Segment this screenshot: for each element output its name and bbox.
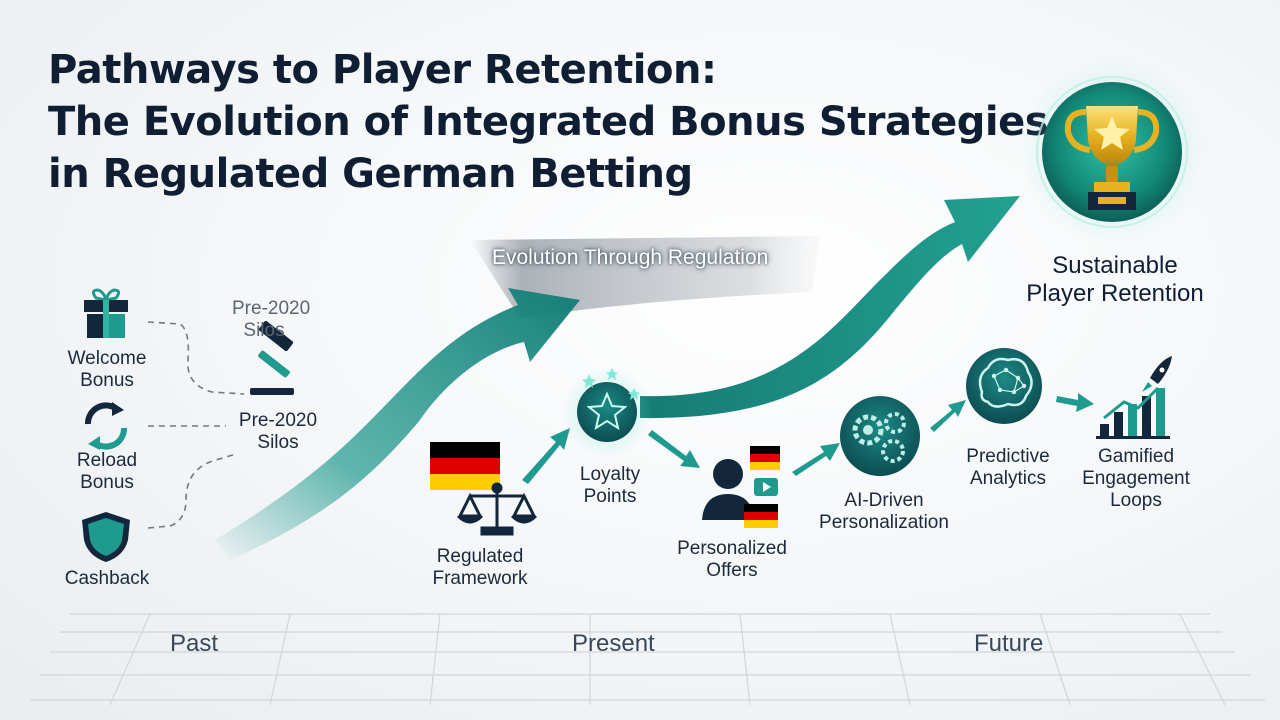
- silo-hub-label: Pre-2020 Silos: [224, 410, 332, 454]
- gears-icon: [840, 396, 920, 476]
- regulation-band-label: Evolution Through Regulation: [492, 246, 769, 269]
- scales-icon: [456, 482, 538, 536]
- gamified-loops-label: Gamified Engagement Loops: [1068, 446, 1204, 512]
- welcome-bonus-label: Welcome Bonus: [52, 348, 162, 392]
- page-title: Pathways to Player Retention: The Evolut…: [48, 44, 1049, 200]
- ai-personalization-line-1: AI-Driven: [844, 490, 924, 511]
- silo-header-line-1: Pre-2020: [232, 298, 311, 319]
- welcome-bonus-line-1: Welcome: [67, 348, 147, 369]
- ai-personalization-line-2: Personalization: [819, 512, 949, 533]
- cashback-line-1: Cashback: [64, 568, 150, 589]
- regulated-framework-line-1: Regulated: [436, 546, 524, 567]
- silo-hub-line-1: Pre-2020: [238, 410, 318, 431]
- early-growth-arrow: [215, 288, 580, 560]
- goal-label: Sustainable Player Retention: [1000, 252, 1230, 308]
- brain-icon: [966, 348, 1042, 424]
- era-past: Past: [170, 630, 219, 657]
- predictive-analytics-line-1: Predictive: [966, 446, 1050, 467]
- loyalty-points-line-2: Points: [583, 486, 637, 507]
- shield-icon: [82, 512, 130, 562]
- ai-personalization-label: AI-Driven Personalization: [806, 490, 962, 534]
- loyalty-points-label: Loyalty Points: [560, 464, 660, 508]
- person-icon: [702, 446, 780, 528]
- stage-arrows: [522, 393, 1094, 484]
- gamified-loops-line-3: Loops: [1110, 490, 1162, 511]
- goal-line-2: Player Retention: [1026, 280, 1204, 307]
- star-icon: [561, 366, 653, 458]
- gavel-icon: [250, 320, 294, 395]
- silo-connectors: [147, 321, 245, 529]
- silo-hub-line-2: Silos: [257, 432, 299, 453]
- era-present: Present: [572, 630, 655, 657]
- reload-bonus-line-2: Bonus: [80, 472, 134, 493]
- cashback-label: Cashback: [52, 568, 162, 590]
- gift-icon: [84, 288, 128, 338]
- title-line-2: The Evolution of Integrated Bonus Strate…: [48, 99, 1049, 145]
- regulated-framework-line-2: Framework: [432, 568, 528, 589]
- regulated-framework-label: Regulated Framework: [420, 546, 540, 590]
- personalized-offers-line-1: Personalized: [677, 538, 787, 559]
- predictive-analytics-label: Predictive Analytics: [950, 446, 1066, 490]
- retention-arrow: [640, 196, 1020, 419]
- goal-line-1: Sustainable: [1052, 252, 1178, 279]
- reload-bonus-label: Reload Bonus: [52, 450, 162, 494]
- era-future: Future: [974, 630, 1044, 657]
- personalized-offers-line-2: Offers: [706, 560, 758, 581]
- german-flag-icon: [430, 442, 500, 490]
- reload-bonus-line-1: Reload: [76, 450, 138, 471]
- silo-header-line-2: Silos: [243, 320, 285, 341]
- personalized-offers-label: Personalized Offers: [664, 538, 800, 582]
- refresh-icon: [85, 402, 127, 450]
- gamified-loops-line-1: Gamified: [1097, 446, 1175, 467]
- predictive-analytics-line-2: Analytics: [969, 468, 1047, 489]
- silo-header: Pre-2020 Silos: [232, 298, 311, 342]
- title-line-1: Pathways to Player Retention:: [48, 47, 717, 93]
- gamified-loops-line-2: Engagement: [1082, 468, 1190, 489]
- trophy-icon: [1020, 60, 1204, 244]
- welcome-bonus-line-2: Bonus: [80, 370, 134, 391]
- rocket-chart-icon: [1096, 356, 1172, 439]
- timeline-grid: [30, 613, 1265, 706]
- title-line-3: in Regulated German Betting: [48, 151, 693, 197]
- loyalty-points-line-1: Loyalty: [579, 464, 641, 485]
